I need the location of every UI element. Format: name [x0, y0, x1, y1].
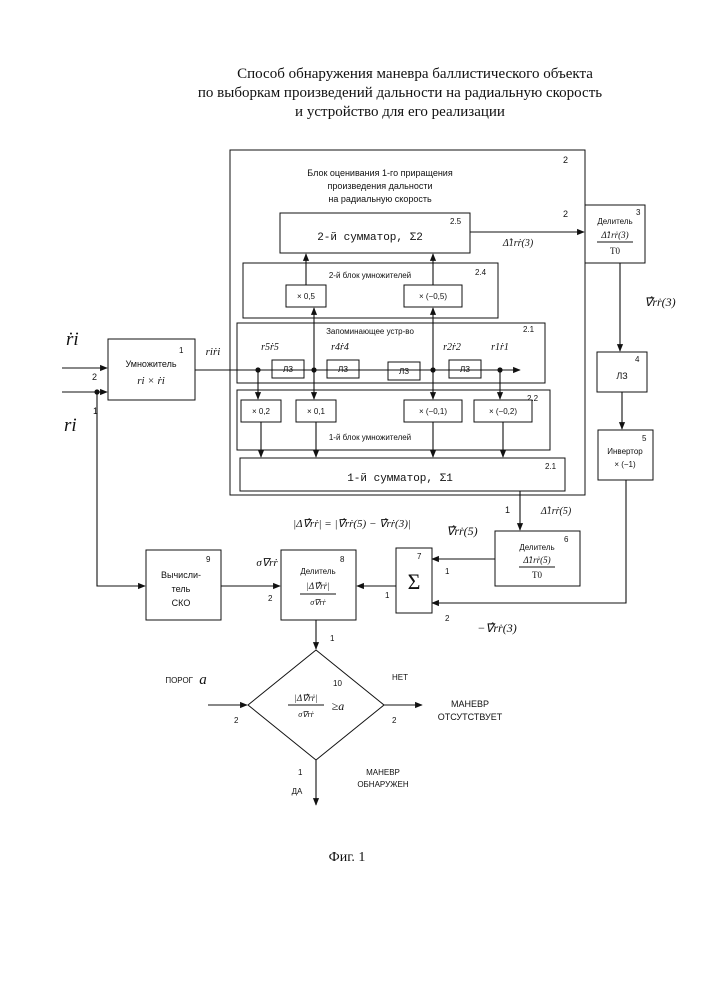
- yes-result-line-1: МАНЕВР: [366, 768, 400, 777]
- divider-8-denominator: σ∇rṙ: [310, 598, 326, 607]
- inverter-5-output-label: −∇̂rṙ(3): [477, 621, 516, 635]
- divider-8-label: Делитель: [300, 567, 335, 576]
- block-2-out-label: Δ̂1rṙ(3): [502, 238, 534, 249]
- tap-r2: r2ṙ2: [443, 342, 461, 353]
- divider-6-input-pin: 1: [505, 505, 510, 515]
- multiplier-1-formula: ri × ṙi: [137, 375, 165, 387]
- multiplier-1-number: 1: [179, 346, 184, 355]
- divider-6-input-label: Δ̂1rṙ(5): [540, 506, 572, 517]
- no-label: НЕТ: [392, 673, 408, 682]
- input-pin-2: 2: [92, 372, 97, 382]
- delay-4-number: 4: [635, 355, 640, 364]
- multiplier-0.2-label: × 0,2: [252, 407, 271, 416]
- std-calc-output-label: σ∇rṙ: [256, 557, 278, 569]
- multiplier-0.1-label: × 0,1: [307, 407, 326, 416]
- divider-6-label: Делитель: [519, 543, 554, 552]
- divider-6-output-label: ∇̂rṙ(5): [446, 524, 477, 538]
- comparator-cmp: ≥a: [332, 699, 345, 713]
- r-to-std-calc: [97, 392, 145, 586]
- divider-3-number: 3: [636, 208, 641, 217]
- block-2-number: 2: [563, 155, 568, 165]
- multiplier-minus-0.1-label: × (−0,1): [419, 407, 447, 416]
- comparator-pin-left: 2: [234, 716, 239, 725]
- title-line-2: по выборкам произведений дальности на ра…: [198, 85, 602, 101]
- divider-3-label: Делитель: [597, 217, 632, 226]
- block-2-caption-1: Блок оценивания 1-го приращения: [307, 168, 453, 178]
- threshold-label: ПОРОГ: [165, 676, 193, 685]
- divider-6-denominator: T0: [532, 570, 542, 580]
- divider-8-number: 8: [340, 555, 345, 564]
- no-result-line-2: ОТСУТСТВУЕТ: [438, 712, 503, 722]
- adder-7-number: 7: [417, 552, 422, 561]
- first-adder-label: 1-й сумматор, Σ1: [347, 473, 453, 485]
- second-adder-label: 2-й сумматор, Σ2: [317, 232, 423, 244]
- divider-6-numerator: Δ̂1rṙ(5): [522, 555, 550, 565]
- divider-6-number: 6: [564, 535, 569, 544]
- input-rdot: ṙi: [66, 329, 79, 350]
- inverter-5-formula: × (−1): [614, 460, 636, 469]
- multiplier-1-label: Умножитель: [125, 359, 176, 369]
- product-label: riṙi: [206, 346, 221, 358]
- title-line-1: Способ обнаружения маневра баллистическо…: [237, 66, 593, 82]
- title-line-3: и устройство для его реализации: [295, 104, 505, 120]
- first-multiplier-label: 1-й блок умножителей: [329, 433, 411, 442]
- adder-7-pin-2: 2: [445, 614, 450, 623]
- divider-8-out-pin: 1: [330, 634, 335, 643]
- comparator-pin-bottom: 1: [298, 768, 303, 777]
- first-adder-number: 2.1: [545, 462, 557, 471]
- second-multiplier-label: 2-й блок умножителей: [329, 271, 411, 280]
- threshold-symbol: a: [199, 672, 207, 688]
- std-calc-line-2: тель: [172, 584, 191, 594]
- multiplier-minus-0.2-label: × (−0,2): [489, 407, 517, 416]
- adder-7-symbol: Σ: [408, 569, 421, 594]
- multiplier-minus-0.5-label: × (−0,5): [419, 292, 447, 301]
- tap-r5: r5ṙ5: [261, 342, 279, 353]
- divider-8-numerator: |Δ∇̂rṙ|: [306, 581, 329, 591]
- storage-device-label: Запоминающее устр-во: [326, 327, 414, 336]
- second-adder-number: 2.5: [450, 217, 462, 226]
- comparator-pin-right: 2: [392, 716, 397, 725]
- std-calc-number: 9: [206, 555, 211, 564]
- block-2-caption-2: произведения дальности: [328, 181, 433, 191]
- delay-line-3-label: ЛЗ: [399, 367, 409, 376]
- divider-8-pin-2: 2: [268, 594, 273, 603]
- adder-7-pin-1: 1: [445, 567, 450, 576]
- block-2-out-pin: 2: [563, 209, 568, 219]
- inverter-5-number: 5: [642, 434, 647, 443]
- yes-result-line-2: ОБНАРУЖЕН: [357, 780, 409, 789]
- storage-device-number: 2.1: [523, 325, 535, 334]
- comparator-number: 10: [333, 679, 342, 688]
- std-calc-line-1: Вычисли-: [161, 570, 201, 580]
- delta-formula: |Δ∇̂rṙ| = |∇̂rṙ(5) − ∇̂rṙ(3)|: [293, 518, 411, 530]
- divider-3-denominator: T0: [610, 246, 620, 256]
- tap-r4: r4ṙ4: [331, 342, 349, 353]
- tap-r1: r1ṙ1: [491, 342, 509, 353]
- divider-3-output-label: ∇̂rṙ(3): [644, 295, 675, 309]
- block-2-caption-3: на радиальную скорость: [328, 194, 432, 204]
- yes-label: ДА: [292, 787, 303, 796]
- comparator-denominator: σ∇rṙ: [298, 710, 314, 719]
- inverter-5-label: Инвертор: [607, 447, 643, 456]
- adder-7-out-pin: 1: [385, 591, 390, 600]
- multiplier-0.5-label: × 0,5: [297, 292, 316, 301]
- second-multiplier-number: 2.4: [475, 268, 487, 277]
- std-calc-line-3: СКО: [172, 598, 191, 608]
- divider-3-numerator: Δ̂1rṙ(3): [600, 230, 628, 240]
- input-r: ri: [64, 415, 77, 436]
- figure-caption: Фиг. 1: [329, 850, 366, 865]
- comparator-numerator: |Δ∇̂rṙ|: [294, 693, 317, 703]
- delay-4-label: ЛЗ: [616, 371, 627, 381]
- no-result-line-1: МАНЕВР: [451, 699, 489, 709]
